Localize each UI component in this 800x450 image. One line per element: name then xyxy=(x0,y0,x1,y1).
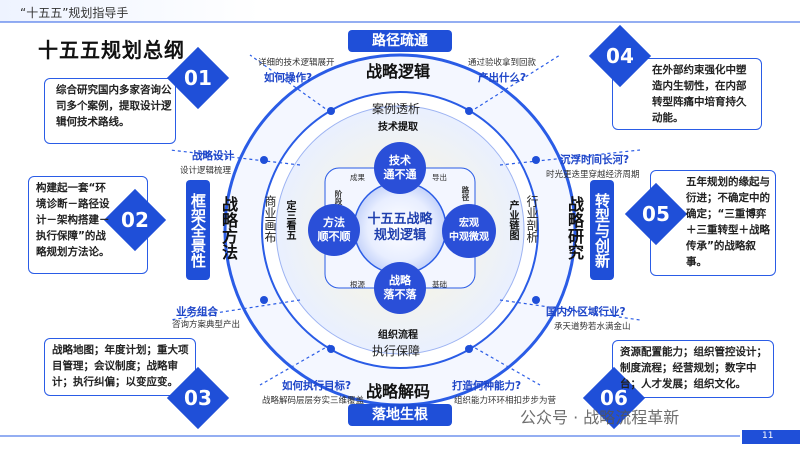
note-r1-small: 时光更迭里穿越经济周期 xyxy=(546,170,640,180)
note-bl-small: 战略解码层层夯实三维覆盖 xyxy=(262,396,365,406)
ring-top-inner: 技术提取 xyxy=(378,122,418,133)
ring-bottom-inner: 组织流程 xyxy=(378,330,418,341)
note-br-question: 打造何种能力? xyxy=(452,380,522,392)
left-pill: 框架全景性 xyxy=(186,180,210,280)
ring-bottom-outer: 执行保障 xyxy=(372,344,421,358)
center-title: 十五五战略 规划逻辑 xyxy=(352,212,448,244)
box-03-text: 战略地图；年度计划；重大项目管理；会议制度；战略审计；执行纠偏；以变应变。 xyxy=(52,344,189,388)
ring-tag-1: 成果 xyxy=(350,173,365,182)
box-03 xyxy=(44,338,196,396)
watermark: 公众号 · 战略流程革新 xyxy=(520,408,680,427)
node-macro[interactable]: 宏观 中观微观 xyxy=(442,204,496,258)
ring-top-outer: 案例透析 xyxy=(372,102,421,116)
ring-tag-3: 阶段 xyxy=(334,190,343,205)
ring-tag-4: 路径 xyxy=(461,186,470,201)
note-br-small: 组织能力环环相扣步步为营 xyxy=(454,396,557,406)
note-tr-small: 通过验收拿到回款 xyxy=(468,58,537,68)
ring-left-inner: 定三看五 xyxy=(284,200,295,240)
bottom-label: 战略解码 xyxy=(366,382,431,401)
header-title: “十五五”规划指导手 xyxy=(20,6,129,20)
footer-bar xyxy=(0,430,800,444)
box-06-text: 资源配置能力；组织管控设计；制度流程；经营规划；数字中台；人才发展；组织文化。 xyxy=(620,346,767,390)
box-06 xyxy=(612,340,774,398)
ring-tag-7: 根源 xyxy=(350,280,365,289)
note-r1-question: 沉浮时间长河? xyxy=(560,154,630,166)
note-l1-question: 战略设计 xyxy=(192,150,234,162)
ring-right-outer: 行业剖析 xyxy=(525,195,539,243)
page-title: 十五五规划总纲 xyxy=(38,38,185,62)
right-pill: 转型与创新 xyxy=(590,180,614,280)
ring-tag-2: 导出 xyxy=(432,173,447,182)
box-05-text: 五年规划的缘起与衍进；不确定中的确定；“三重博弈＋三重转型＋战略传承”的战略叙事… xyxy=(686,176,770,268)
ring-tag-8: 基础 xyxy=(432,280,447,289)
page-number: 11 xyxy=(762,431,774,441)
box-04-text: 在外部约束强化中塑造内生韧性，在内部转型阵痛中培育持久动能。 xyxy=(652,64,747,124)
top-pill: 路径疏通 xyxy=(348,30,452,52)
bottom-pill: 落地生根 xyxy=(348,404,452,426)
top-label: 战略逻辑 xyxy=(366,62,431,81)
note-bl-question: 如何执行目标? xyxy=(282,380,352,392)
center-line-1: 十五五战略 xyxy=(367,212,433,227)
header-bar xyxy=(0,0,800,23)
node-landing[interactable]: 战略 落不落 xyxy=(374,262,426,314)
node-technology[interactable]: 技术 通不通 xyxy=(374,142,426,194)
right-label: 战略研究 xyxy=(565,196,584,260)
note-tr-question: 产出什么? xyxy=(478,72,527,84)
ring-left-outer: 商业画布 xyxy=(263,195,277,243)
note-l1-small: 设计逻辑梳理 xyxy=(180,166,232,176)
note-r2-small: 承天道势若水满金山 xyxy=(554,322,631,332)
note-l2-small: 咨询方案典型产出 xyxy=(172,320,241,330)
node-method[interactable]: 方法 顺不顺 xyxy=(308,204,360,256)
note-r2-question: 国内外区域行业? xyxy=(546,306,626,318)
box-02-text: 构建起一套“环境诊断－路径设计－架构搭建－执行保障”的战略规划方法论。 xyxy=(36,182,110,258)
left-label: 战略方法 xyxy=(219,196,238,260)
note-tl-small: 详细的技术逻辑展开 xyxy=(258,58,335,68)
box-01-text: 综合研究国内多家咨询公司多个案例，提取设计逻辑何技术路线。 xyxy=(56,84,172,128)
note-l2-question: 业务组合 xyxy=(176,306,218,318)
center-line-2: 规划逻辑 xyxy=(373,228,426,243)
box-01 xyxy=(44,78,176,144)
ring-right-inner: 产业链图 xyxy=(507,200,518,240)
note-tl-question: 如何操作? xyxy=(264,72,313,84)
